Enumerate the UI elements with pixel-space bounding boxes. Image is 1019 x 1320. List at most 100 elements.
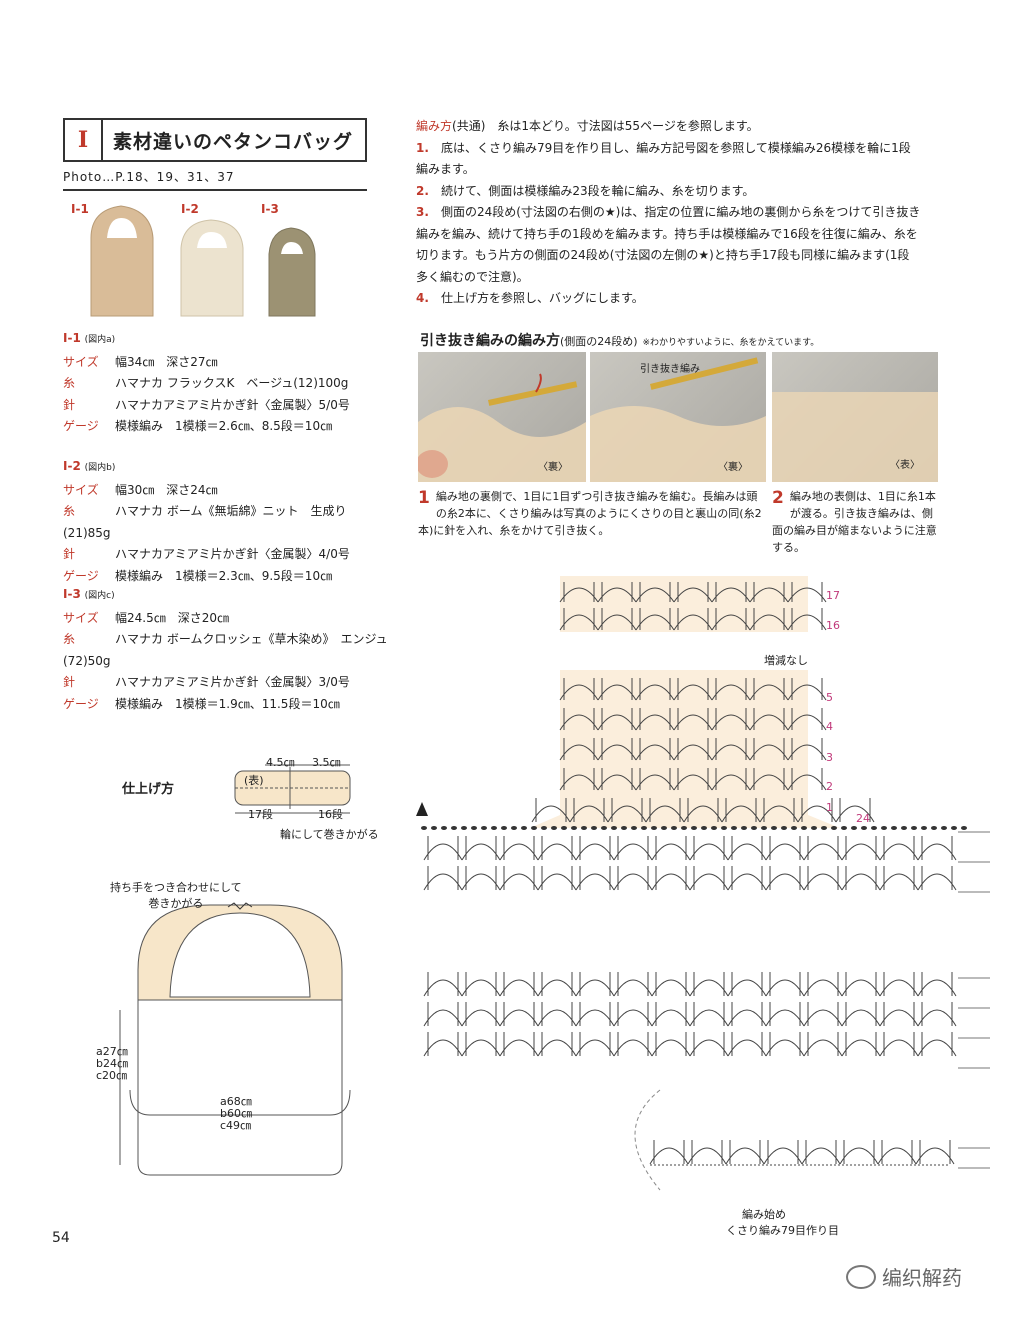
height-c: c20㎝ bbox=[96, 1069, 128, 1082]
photo-label-2: 〈裏〉 bbox=[718, 462, 748, 473]
slip-stitch bbox=[881, 826, 887, 830]
title-letter: I bbox=[65, 120, 103, 160]
height-a: a27㎝ bbox=[96, 1045, 128, 1058]
page-title: 素材違いのペタンコバッグ bbox=[113, 130, 354, 153]
spec-yarn: ハマナカ ボーム《無垢綿》ニット 生成り(21)85g bbox=[63, 504, 347, 540]
slip-stitch bbox=[811, 826, 817, 830]
chart-row-3 bbox=[559, 738, 827, 761]
slip-stitch bbox=[511, 826, 517, 830]
finishing-title: 仕上げ方 bbox=[122, 782, 175, 797]
spec-note: (図内a) bbox=[84, 335, 116, 345]
slip-stitch bbox=[661, 826, 667, 830]
slip-stitch bbox=[741, 826, 747, 830]
slip-stitch bbox=[701, 826, 707, 830]
chart-base-row bbox=[649, 1140, 955, 1165]
slip-stitch bbox=[911, 826, 917, 830]
step-text: 側面の24段め(寸法図の右側の★)は、指定の位置に編み地の裏側から糸をつけて引き… bbox=[416, 205, 921, 284]
slip-stitch bbox=[461, 826, 467, 830]
slip-stitch bbox=[491, 826, 497, 830]
spec-key: 糸 bbox=[63, 504, 76, 518]
bag-2-handle bbox=[197, 232, 227, 248]
row-label-17: 17 bbox=[826, 589, 840, 602]
chart-body-row-d bbox=[423, 1002, 957, 1027]
slip-stitch bbox=[531, 826, 537, 830]
spec-key: サイズ bbox=[63, 354, 99, 369]
slip-stitch bbox=[641, 826, 647, 830]
spec-key: 糸 bbox=[63, 376, 76, 390]
start-label: 編み始め bbox=[742, 1208, 786, 1221]
height-labels: a27㎝ b24㎝ c20㎝ bbox=[96, 1046, 128, 1082]
width-b: b60㎝ bbox=[220, 1107, 252, 1120]
chart-row-2 bbox=[559, 768, 827, 791]
step-text: 仕上げ方を参照し、バッグにします。 bbox=[440, 291, 644, 305]
chart-row-4 bbox=[559, 708, 827, 731]
slip-stitch bbox=[481, 826, 487, 830]
spec-gauge: 模様編み 1模様＝2.3㎝、9.5段＝10㎝ bbox=[115, 568, 333, 583]
bag-body bbox=[137, 999, 343, 1176]
step-num: 3. bbox=[416, 205, 429, 219]
slip-stitch bbox=[591, 826, 597, 830]
crochet-chart bbox=[416, 576, 990, 1191]
step-num: 4. bbox=[416, 291, 429, 305]
watermark: 编织解药 bbox=[846, 1262, 962, 1291]
face-label: (表) bbox=[244, 774, 264, 787]
width-c: c49㎝ bbox=[220, 1119, 252, 1132]
up-arrow-icon bbox=[416, 802, 428, 816]
watermark-text: 编织解药 bbox=[882, 1266, 962, 1290]
intro-label: 編み方 bbox=[416, 119, 453, 133]
spec-hook: ハマナカアミアミ片かぎ針〈金属製〉5/0号 bbox=[115, 397, 350, 412]
spec-yarn: ハマナカ ボームクロッシェ《草木染め》 エンジュ(72)50g bbox=[63, 632, 388, 668]
spec-i1: I-1 (図内a) サイズ幅34㎝ 深さ27㎝ 糸ハマナカ フラックスK ベージ… bbox=[63, 328, 393, 438]
spec-note: (図内b) bbox=[84, 463, 116, 473]
caption-text: 編み地の裏側で、1目に1目ずつ引き抜き編みを編む。長編みは頭の糸2本に、くさり編… bbox=[418, 490, 762, 537]
start-note: くさり編み79目作り目 bbox=[726, 1224, 839, 1237]
row-label-4: 4 bbox=[826, 720, 833, 733]
spec-hook: ハマナカアミアミ片かぎ針〈金属製〉3/0号 bbox=[115, 675, 350, 689]
bag-2 bbox=[180, 219, 244, 317]
slip-stitch bbox=[821, 826, 827, 830]
chart-body-row-c bbox=[423, 972, 957, 997]
spec-hook: ハマナカアミアミ片かぎ針〈金属製〉4/0号 bbox=[115, 547, 350, 561]
howto-title: 引き抜き編みの編み方(側面の24段め) ※わかりやすいように、糸をかえています。 bbox=[420, 330, 819, 350]
row-label-2: 2 bbox=[826, 780, 833, 793]
bag-1 bbox=[90, 205, 154, 317]
spec-gauge: 模様編み 1模様＝1.9㎝、11.5段＝10㎝ bbox=[115, 696, 340, 711]
slip-stitch bbox=[851, 826, 857, 830]
bag-photo-label-2: I-2 bbox=[181, 202, 199, 216]
slip-stitch bbox=[931, 826, 937, 830]
spec-size: 幅24.5㎝ 深さ20㎝ bbox=[115, 610, 229, 625]
spec-note: (図内c) bbox=[84, 591, 115, 601]
spec-key: 針 bbox=[63, 675, 76, 689]
slip-stitch bbox=[681, 826, 687, 830]
chart-row-16 bbox=[559, 608, 827, 631]
slip-stitch bbox=[831, 826, 837, 830]
row-label-1: 1 bbox=[826, 801, 833, 814]
bag-illustrations bbox=[90, 205, 316, 317]
bag-1-handle bbox=[107, 218, 137, 238]
step-photo-3: 〈表〉 bbox=[772, 352, 938, 482]
spec-key: サイズ bbox=[63, 610, 99, 625]
slip-stitch bbox=[841, 826, 847, 830]
slip-stitch bbox=[651, 826, 657, 830]
slip-stitch bbox=[691, 826, 697, 830]
spec-key: 糸 bbox=[63, 632, 76, 646]
slip-stitch bbox=[961, 826, 967, 830]
spec-key: 針 bbox=[63, 397, 76, 412]
howto-title-text: 引き抜き編みの編み方 bbox=[420, 333, 560, 349]
photo-reference: Photo…P.18、19、31、37 bbox=[63, 168, 367, 191]
spec-key: ゲージ bbox=[63, 696, 99, 711]
step-photo-1: 〈裏〉 bbox=[418, 352, 586, 482]
step-num: 1. bbox=[416, 140, 429, 155]
caption-num: 1 bbox=[418, 488, 430, 508]
step-text: 続けて、側面は模様編み23段を輪に編み、糸を切ります。 bbox=[440, 183, 755, 198]
slip-stitch bbox=[671, 826, 677, 830]
finishing-diagram bbox=[119, 764, 351, 1176]
slip-stitch bbox=[771, 826, 777, 830]
slip-stitch bbox=[611, 826, 617, 830]
slip-stitch bbox=[751, 826, 757, 830]
slip-stitch bbox=[601, 826, 607, 830]
photo-2-art bbox=[590, 357, 766, 482]
spec-size: 幅34㎝ 深さ27㎝ bbox=[115, 354, 218, 369]
bag-3 bbox=[268, 227, 316, 317]
slip-stitch bbox=[721, 826, 727, 830]
